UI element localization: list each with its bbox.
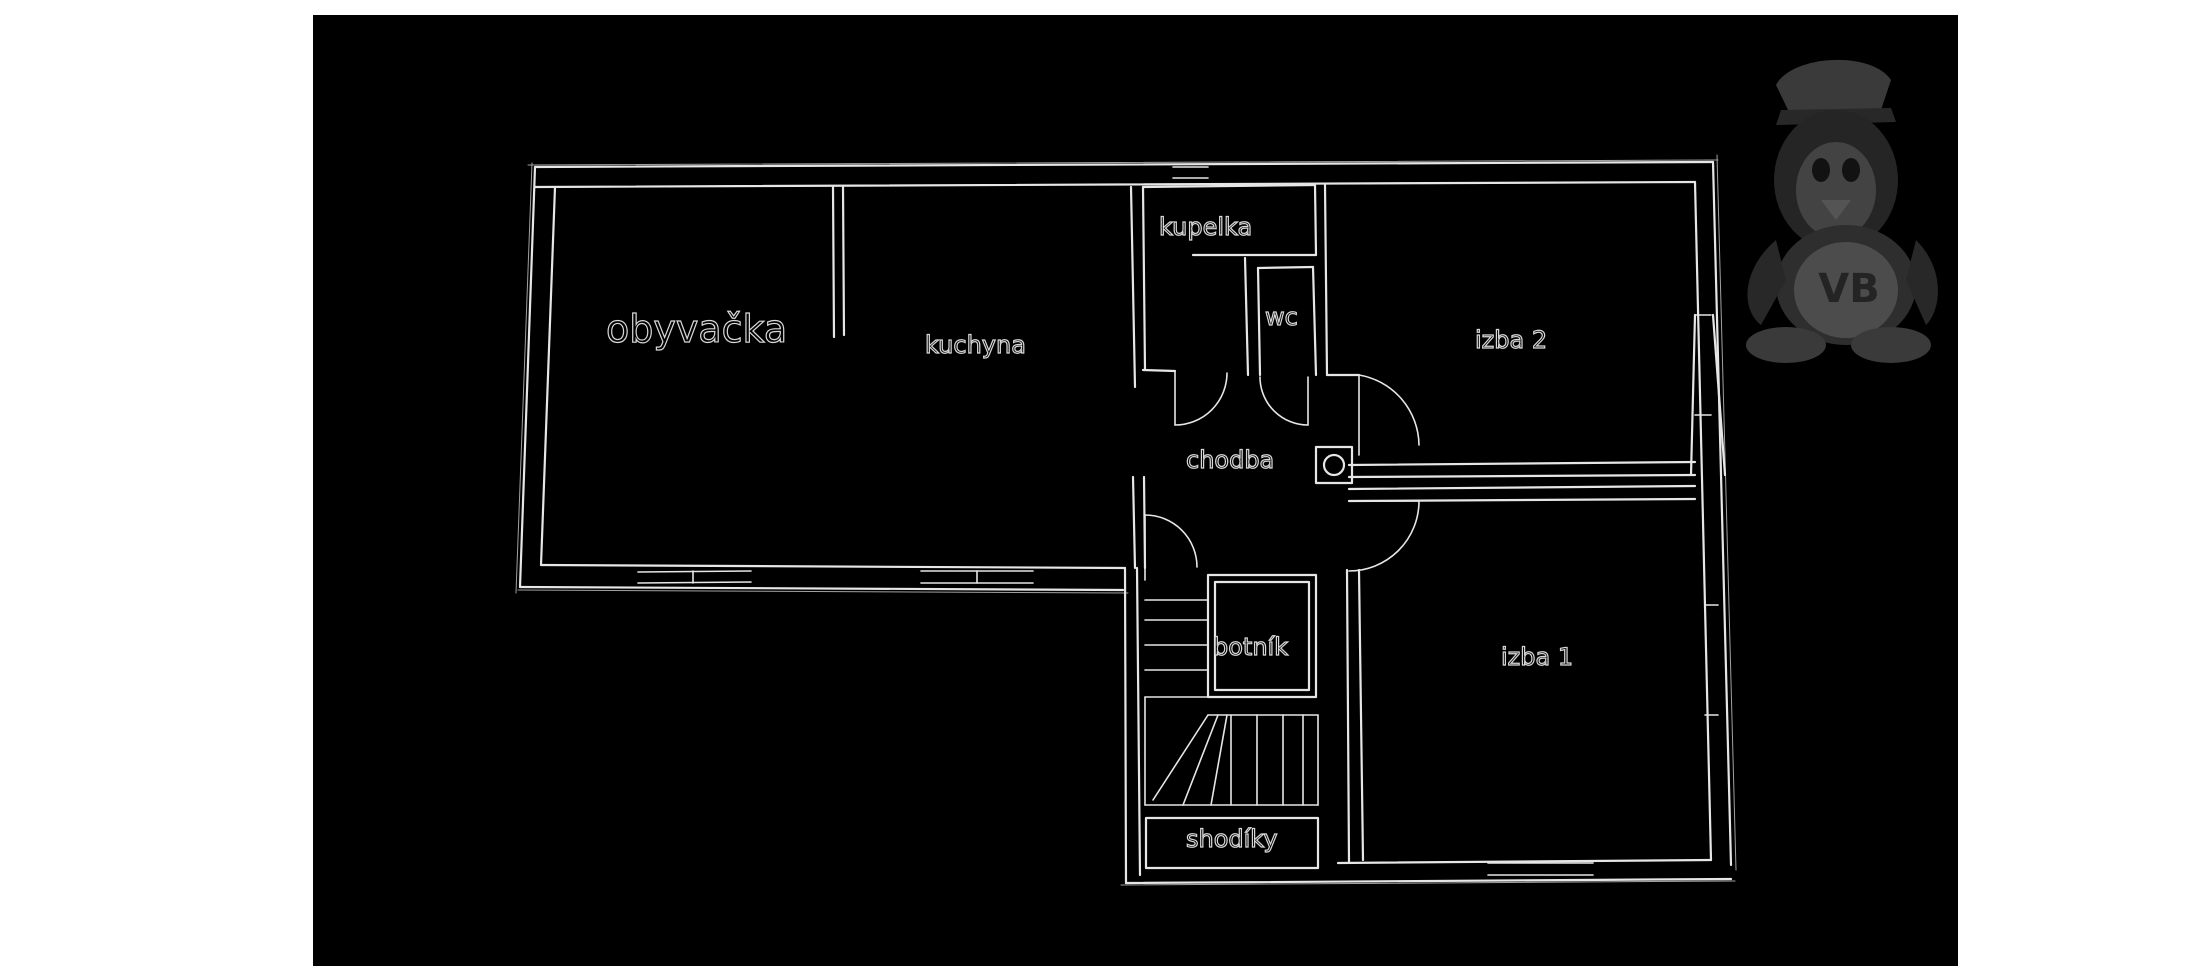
botnik-box [1206,573,1318,699]
chimney [1314,445,1354,485]
room-label-obyvacka: obyvačka [605,307,788,351]
floor-plan-drawing [515,154,1737,886]
shodiky-box [1144,816,1320,870]
stairs [1144,599,1319,806]
wall-izba2 [1325,373,1697,479]
wall-wc [1243,183,1329,377]
room-label-kupelka: kupelka [1158,213,1253,241]
penguin-watermark-logo: VB [1746,59,1938,363]
sketch-strokes [515,154,1737,886]
outer-wall-west-block [518,160,1715,592]
wall-bathroom [1141,183,1318,373]
floor-plan-canvas: obyvačka kuchyna kupelka wc izba 2 chodb… [313,15,1958,966]
door-izba1 [1348,500,1420,572]
room-label-shodiky: shodíky [1185,825,1278,853]
door-bathroom [1174,370,1228,426]
window-south-1 [637,570,752,584]
wall-izba1 [1345,484,1697,865]
door-entry [1144,514,1198,581]
room-label-wc: wc [1264,303,1298,331]
window-south-2 [920,570,1034,584]
door-izba2 [1358,374,1420,456]
wall-living-kitchen [831,185,846,339]
room-label-izba1: izba 1 [1500,643,1574,671]
window-south-izba1 [1487,862,1594,876]
room-label-izba2: izba 2 [1474,326,1548,354]
outer-wall-east-block [1689,160,1733,867]
room-label-botnik: botník [1212,633,1289,661]
door-wc [1259,376,1309,426]
window-east-2 [1704,604,1719,716]
watermark-logo-text: VB [1818,266,1879,312]
window-east-1 [1694,314,1712,416]
window-north-bath [1172,166,1209,179]
room-label-chodba: chodba [1185,446,1275,474]
outer-wall-south [1123,566,1733,885]
room-label-kuchyna: kuchyna [924,331,1026,359]
wall-kitchen-east [1129,185,1147,570]
